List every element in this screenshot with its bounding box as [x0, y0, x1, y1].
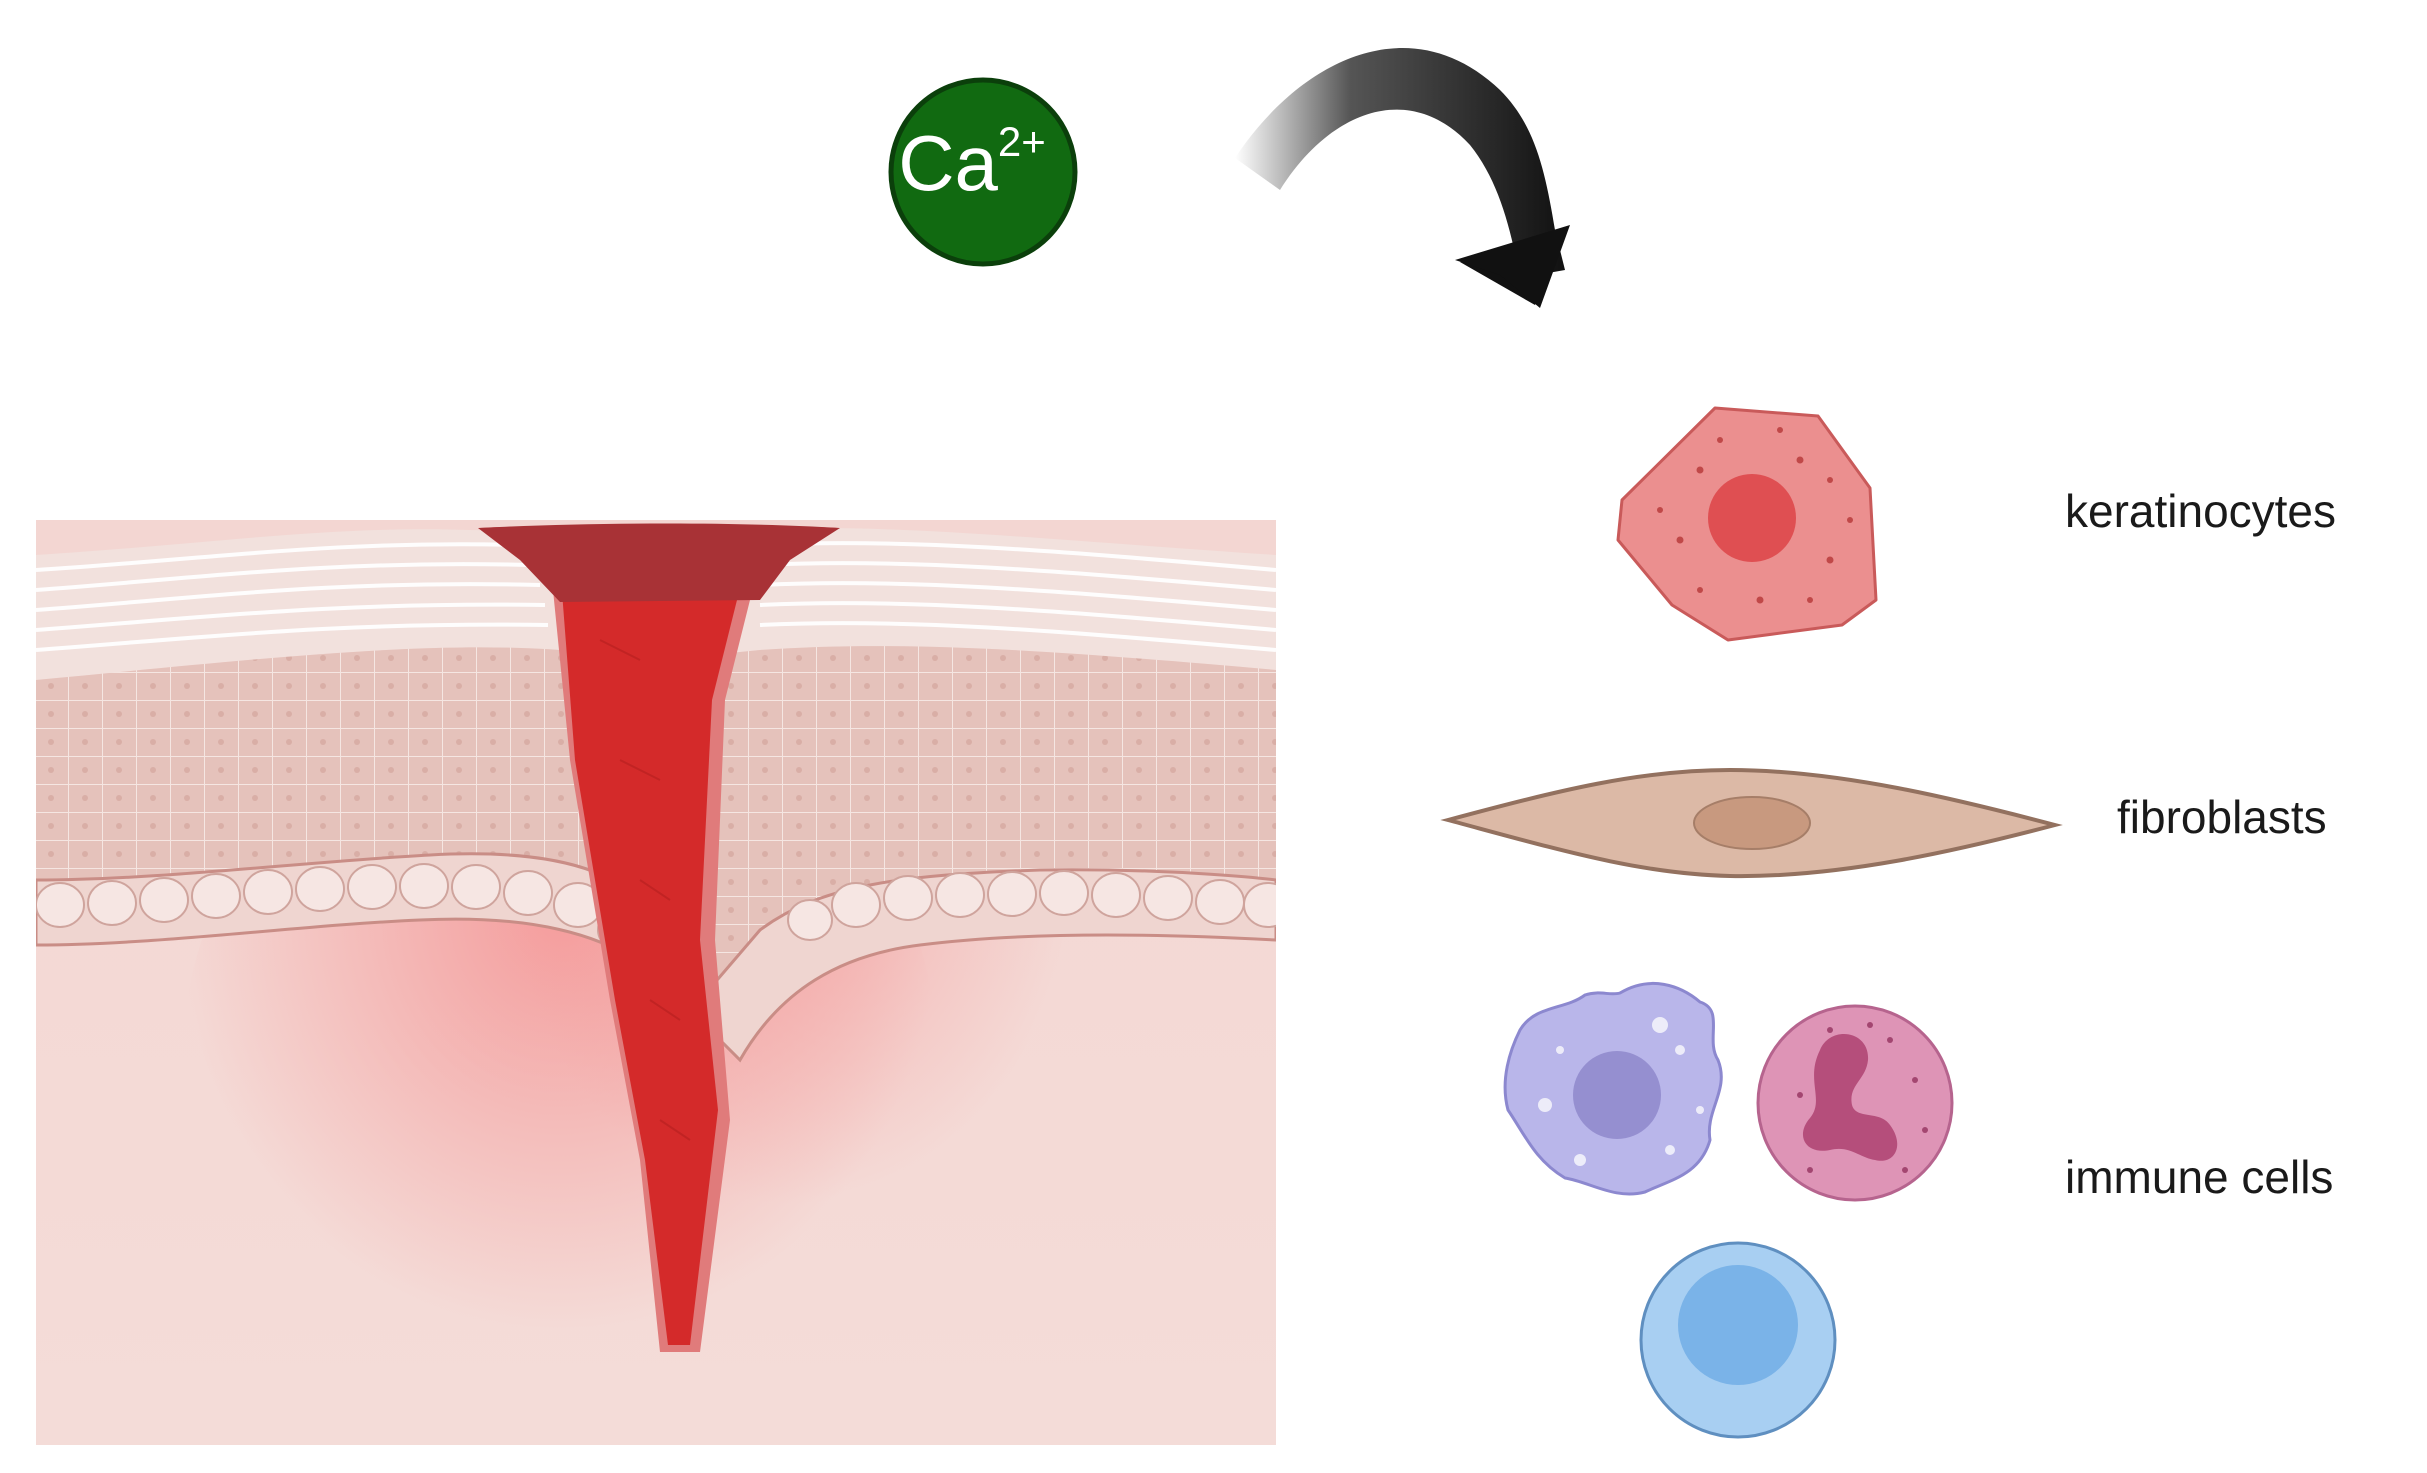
calcium-ion-circle	[888, 77, 1078, 267]
neutrophil-cell	[1756, 1004, 1954, 1202]
curved-arrow	[1235, 48, 1570, 308]
lymphocyte-nucleus	[1678, 1265, 1798, 1385]
arrow-shaft	[1235, 48, 1565, 278]
neutrophil-body	[1756, 1004, 1954, 1202]
fibroblast-cell	[1440, 767, 2063, 879]
immune-cells-label: immune cells	[2065, 1151, 2334, 1203]
fibroblasts-label: fibroblasts	[2117, 791, 2327, 843]
scab	[478, 523, 840, 602]
keratinocyte-nucleus	[1708, 474, 1796, 562]
wound	[480, 525, 838, 1345]
skin-cross-section	[36, 520, 1276, 1445]
neutrophil-nucleus	[1802, 1033, 1898, 1161]
lymphocyte-cell	[1639, 1241, 1837, 1439]
calcium-symbol: Ca2+	[898, 118, 1046, 207]
macrophage-nucleus	[1573, 1051, 1661, 1139]
keratinocyte-cell	[1616, 406, 1878, 642]
macrophage-cell	[1503, 981, 1723, 1196]
calcium-ion: Ca2+	[888, 77, 1078, 267]
fibroblast-nucleus	[1693, 796, 1811, 850]
keratinocytes-label: keratinocytes	[2065, 485, 2337, 537]
